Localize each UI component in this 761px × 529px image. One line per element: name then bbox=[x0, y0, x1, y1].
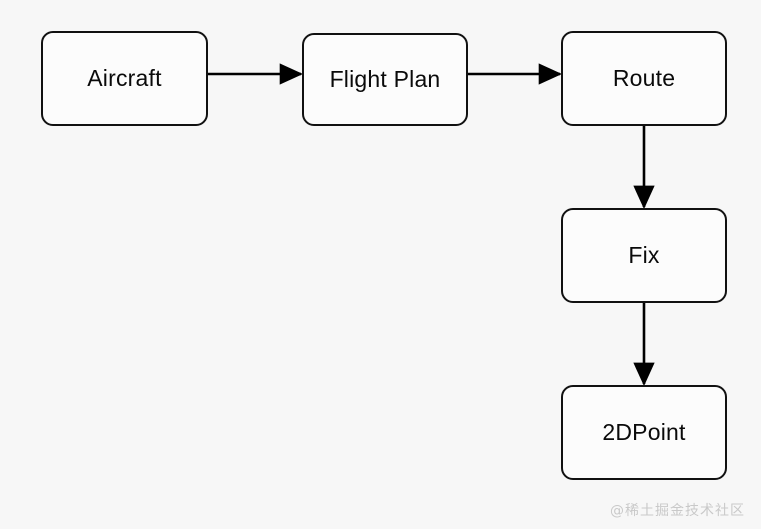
node-fix-label: Fix bbox=[628, 242, 660, 268]
node-route-label: Route bbox=[612, 65, 676, 91]
node-2dpoint-label: 2DPoint bbox=[602, 419, 686, 445]
node-route[interactable]: Route bbox=[561, 31, 727, 126]
watermark-text: @稀土掘金技术社区 bbox=[610, 503, 745, 519]
node-flight-plan-label: Flight Plan bbox=[329, 66, 441, 92]
node-flight-plan[interactable]: Flight Plan bbox=[302, 33, 468, 126]
node-aircraft-label: Aircraft bbox=[87, 65, 162, 91]
node-fix[interactable]: Fix bbox=[561, 208, 727, 303]
node-2dpoint[interactable]: 2DPoint bbox=[561, 385, 727, 480]
node-aircraft[interactable]: Aircraft bbox=[41, 31, 208, 126]
